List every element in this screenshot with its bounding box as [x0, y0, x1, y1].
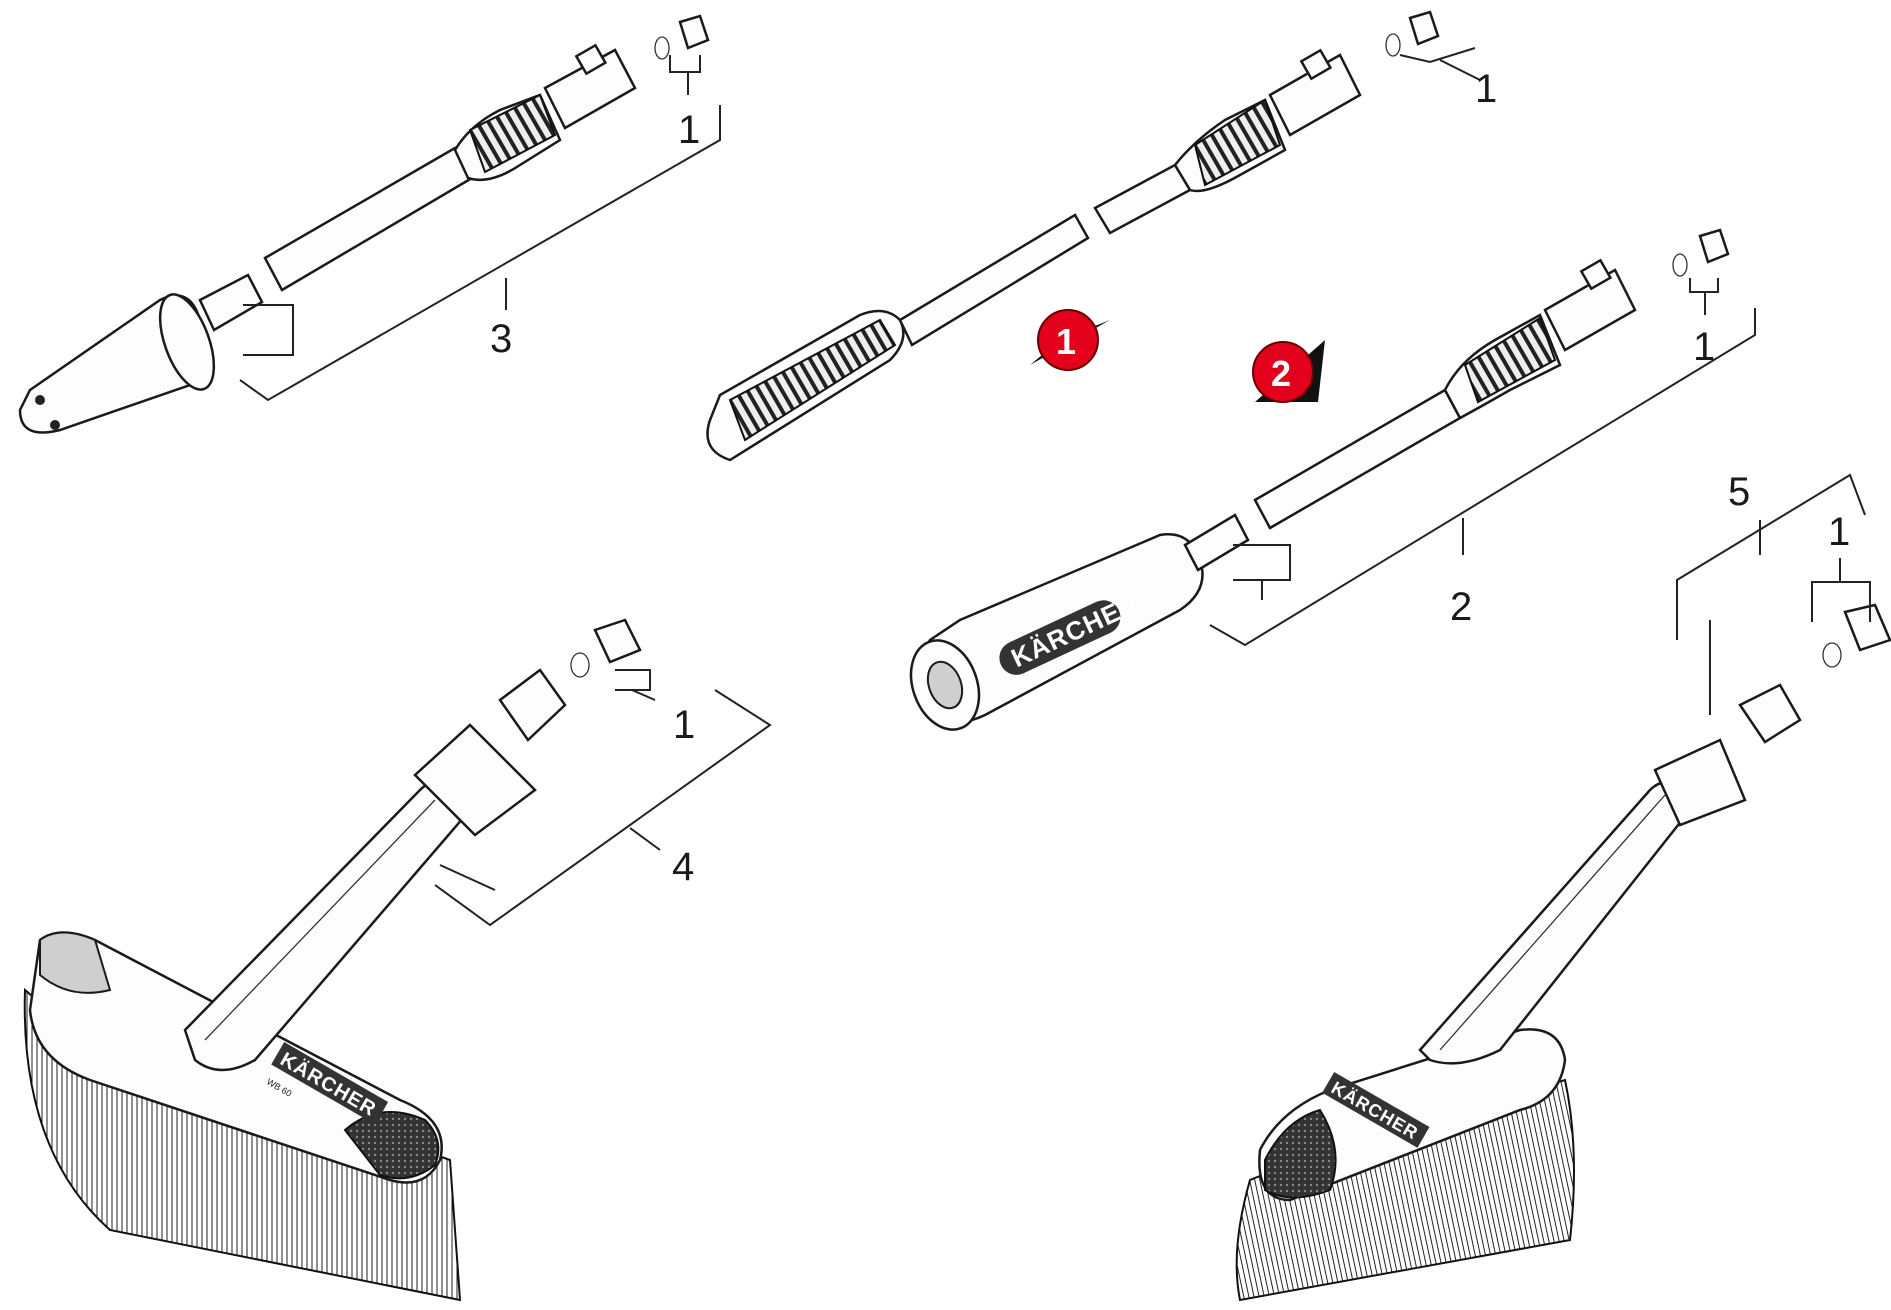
assembly-3-rotary-nozzle-lance	[18, 14, 721, 434]
callout-label: 1	[1693, 325, 1715, 369]
callout-label: 4	[672, 845, 694, 889]
callout-label: 1	[1828, 510, 1850, 554]
step-badge-1: 1	[1030, 309, 1110, 371]
callout-label: 3	[490, 317, 512, 361]
o-ring-icon	[1822, 642, 1842, 668]
brand-plate	[271, 1042, 389, 1125]
callout-label: 5	[1728, 470, 1750, 514]
callout-label: 1	[678, 108, 700, 152]
step-badge-2: 2	[1252, 340, 1325, 403]
assembly-5-soft-brush: KÄRCHER	[1235, 473, 1891, 1302]
brand-plate	[1322, 1072, 1430, 1148]
o-ring-icon	[570, 652, 590, 678]
o-ring-icon	[654, 36, 670, 60]
o-ring-icon	[1385, 33, 1401, 57]
o-ring-icon	[1672, 253, 1688, 277]
badge-number: 2	[1271, 353, 1291, 394]
callout-label: 2	[1450, 585, 1472, 629]
brand-plate	[999, 600, 1121, 675]
badge-number: 1	[1056, 321, 1076, 362]
callout-label: 1	[673, 703, 695, 747]
assembly-spray-lance	[706, 10, 1481, 462]
assembly-2-branded-lance: KÄRCHER	[909, 228, 1756, 731]
assembly-4-wash-brush: KÄRCHER WB 60	[23, 618, 772, 1302]
callout-label: 1	[1475, 67, 1497, 111]
